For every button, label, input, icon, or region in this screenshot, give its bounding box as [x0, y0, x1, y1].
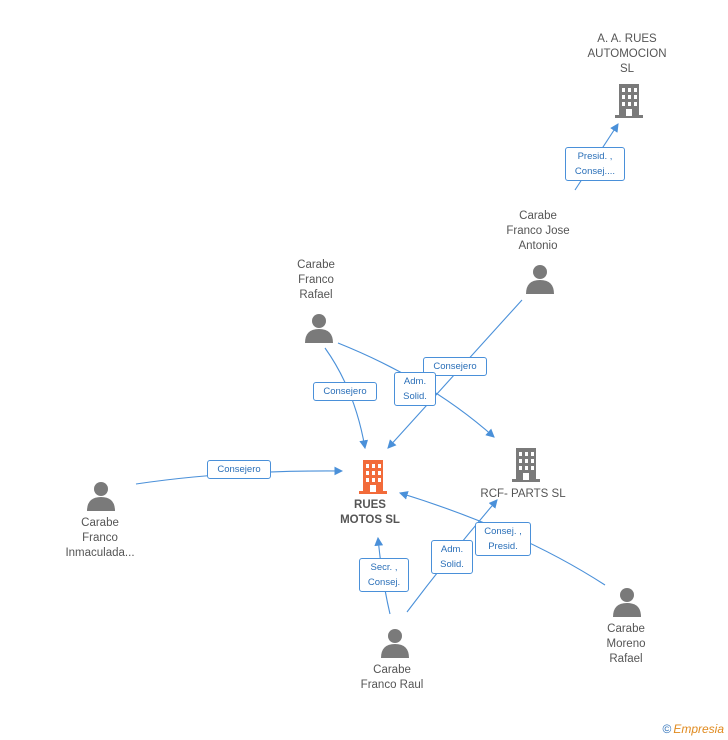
edge-label-adm-solid-raul: Adm. Solid.: [431, 540, 473, 574]
person-icon-raul: [381, 629, 409, 658]
building-icon-aa-rues: [615, 84, 643, 118]
edge-label-secr-consej: Secr. , Consej.: [359, 558, 409, 592]
copyright-icon: ©: [662, 722, 672, 736]
edge-label-presid-consej: Presid. , Consej....: [565, 147, 625, 181]
node-label-rcf-parts[interactable]: RCF- PARTS SL: [480, 488, 566, 500]
person-icon-rafael: [305, 314, 333, 343]
person-icon-jose-antonio: [526, 265, 554, 294]
node-label-raul[interactable]: Carabe Franco Raul: [360, 664, 424, 691]
person-icon-moreno-rafael: [613, 588, 641, 617]
edge-label-consej-presid: Consej. , Presid.: [475, 522, 531, 556]
building-icon-rcf-parts: [512, 448, 540, 482]
building-icon-rues-motos: [359, 460, 387, 494]
node-label-rafael[interactable]: Carabe Franco Rafael: [297, 259, 335, 301]
edge-label-consejero-inma: Consejero: [207, 460, 271, 479]
node-label-rues-motos[interactable]: RUES MOTOS SL: [340, 499, 400, 526]
node-label-inmaculada[interactable]: Carabe Franco Inmaculada...: [65, 517, 135, 559]
node-label-aa-rues[interactable]: A. A. RUES AUTOMOCION SL: [587, 33, 667, 75]
node-label-moreno-rafael[interactable]: Carabe Moreno Rafael: [606, 623, 646, 665]
footer-brand[interactable]: ©Empresia: [662, 722, 724, 736]
brand-name: Empresia: [673, 722, 724, 736]
edge-label-consejero-rafael: Consejero: [313, 382, 377, 401]
edge-jose-to-rues-motos: [387, 299, 523, 449]
node-label-jose-antonio[interactable]: Carabe Franco Jose Antonio: [506, 210, 570, 252]
edge-label-adm-solid-rafael: Adm. Solid.: [394, 372, 436, 406]
edge-label-consejero-jose: Consejero: [423, 357, 487, 376]
person-icon-inmaculada: [87, 482, 115, 511]
